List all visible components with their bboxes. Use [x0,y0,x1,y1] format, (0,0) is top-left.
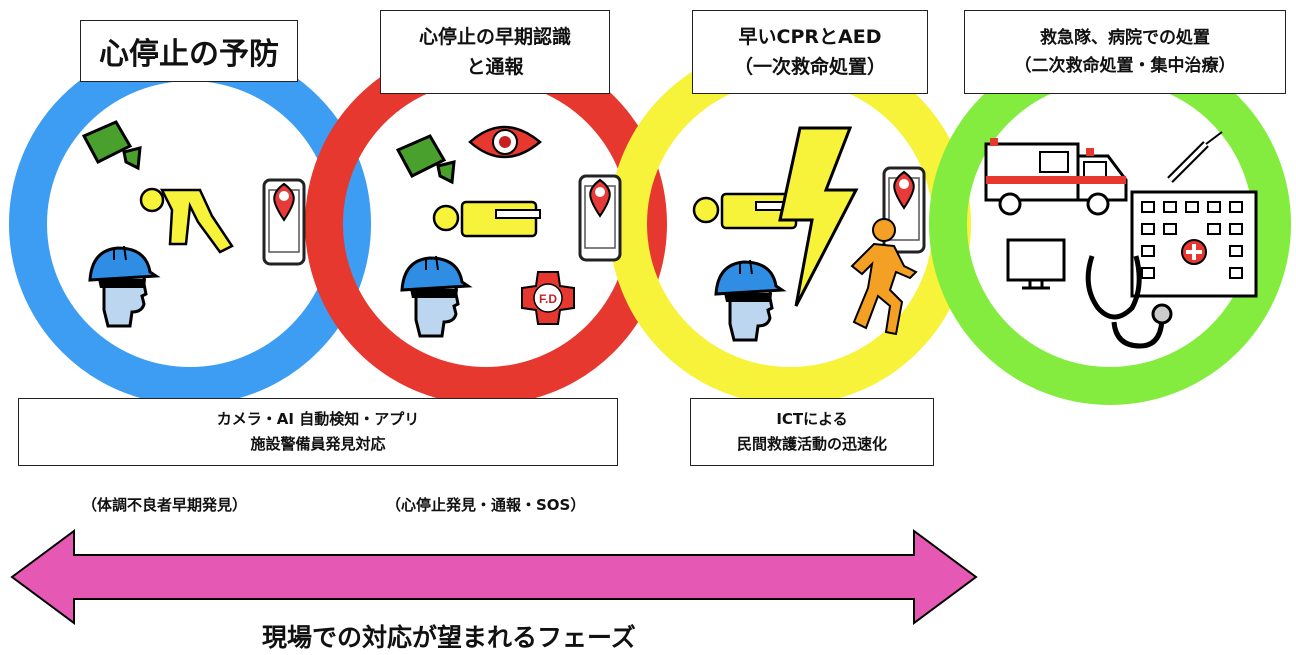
lightning-aed-icon [778,126,859,307]
running-person-icon [850,218,918,336]
collapsing-person-icon [139,187,234,254]
stethoscope-icon [1085,255,1173,349]
arrow-caption: 現場での対応が望まれるフェーズ [262,623,636,652]
camera-icon [82,120,142,170]
hospital-icon [1130,190,1258,298]
title-box-cpr-aed: 早いCPRとAED （一次救命処置） [692,10,928,94]
title-box-early-recognition: 心停止の早期認識 と通報 [380,10,610,94]
phase-label-early-detection: （体調不良者早期発見） [82,496,248,514]
title-early-recognition-line1: 心停止の早期認識 [418,26,571,48]
note-box-detection: カメラ・AI 自動検知・アプリ 施設警備員発見対応 [18,398,618,466]
title-advanced-care-line1: 救急隊、病院での処置 [1040,28,1210,48]
worker-helmet-icon [400,254,470,338]
smartphone-location-icon [578,174,622,262]
title-cpr-aed-line1: 早いCPRとAED [738,26,882,48]
fd-label: F.D [539,292,557,306]
note-ict-line1: ICTによる [776,410,848,428]
worker-helmet-icon [88,244,158,328]
lying-person-icon [432,200,542,238]
camera-icon [396,134,456,184]
title-advanced-care-line2: （二次救命処置・集中治療） [1014,56,1236,76]
title-prevention: 心停止の予防 [99,37,279,72]
note-ict-line2: 民間救護活動の迅速化 [736,435,887,453]
phase-double-arrow [10,529,978,625]
title-box-prevention: 心停止の予防 [80,20,298,82]
eye-icon [468,125,542,159]
worker-helmet-icon [714,258,784,342]
title-box-advanced-care: 救急隊、病院での処置 （二次救命処置・集中治療） [964,10,1286,94]
title-early-recognition-line2: と通報 [466,56,524,78]
smartphone-location-icon [262,178,306,266]
monitor-icon [1006,238,1066,290]
title-cpr-aed-line2: （一次救命処置） [733,56,886,78]
note-box-ict: ICTによる 民間救護活動の迅速化 [690,398,934,466]
note-detection-line2: 施設警備員発見対応 [250,435,386,453]
fire-department-emblem-icon: F.D [521,271,575,325]
note-detection-line1: カメラ・AI 自動検知・アプリ [216,410,420,428]
ambulance-icon [984,138,1128,216]
syringe-icon [1167,131,1223,183]
phase-label-sos: （心停止発見・通報・SOS） [386,496,586,514]
